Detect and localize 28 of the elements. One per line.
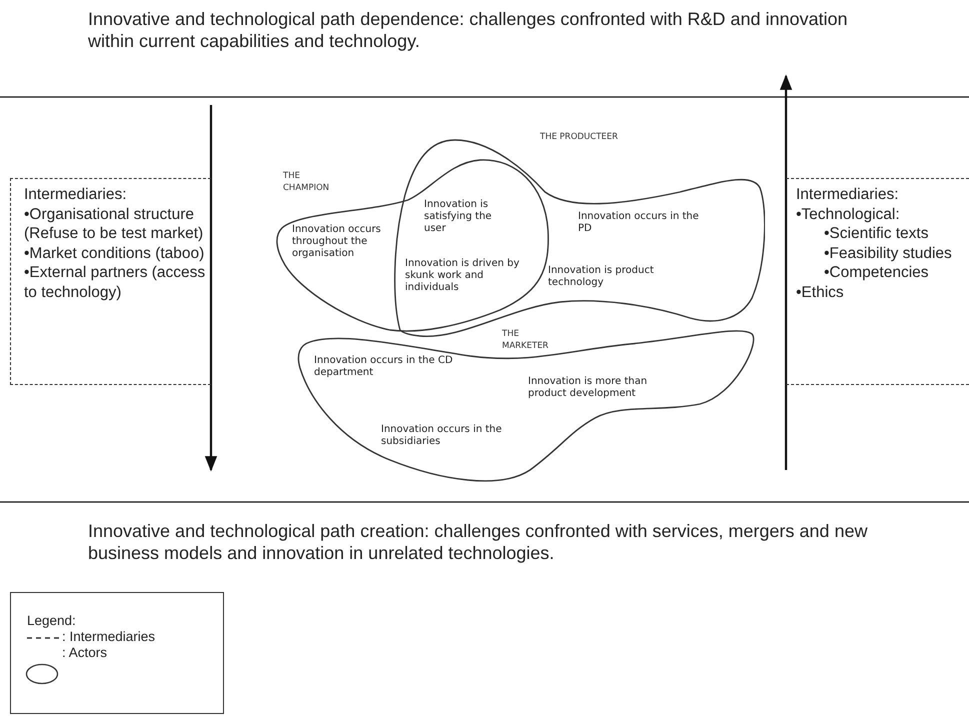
statement-text: Innovation is product technology (548, 265, 655, 289)
list-item: •Technological: (796, 204, 901, 224)
statement-text: Innovation is satisfying the user (424, 199, 493, 235)
statement-text: Innovation occurs in the PD (578, 211, 700, 235)
statement-text: Innovation is more than product development (528, 376, 648, 400)
list-item: •Ethics (796, 282, 845, 302)
actor-name: THE MARKETER (502, 328, 550, 352)
title-text: Innovative and technological path dependence: challenges confronted with R&D and innovation within current capabilities and technology. (88, 8, 848, 52)
list-item: •Scientific texts (823, 224, 930, 244)
caption-text: Innovative and technological path creation: challenges confronted with services, mergers and new business models and innovation in unrelated technologies. (88, 520, 868, 564)
box-heading: Intermediaries: (796, 185, 900, 204)
actor-name: THE PRODUCTEER (540, 131, 619, 143)
list-item: •Market conditions (taboo) (24, 244, 206, 263)
legend-text: : Intermediaries (62, 629, 156, 645)
actor-name: THE CHAMPION (283, 170, 330, 194)
intermediaries-box (786, 178, 969, 385)
statement-text: Innovation occurs in the CD department (314, 355, 454, 379)
statement-text: Innovation occurs throughout the organisation (292, 224, 382, 260)
box-heading: Intermediaries: (24, 185, 128, 204)
legend-heading: Legend: (27, 613, 76, 629)
statement-text: Innovation is driven by skunk work and individuals (405, 258, 520, 294)
intermediaries-box (10, 178, 211, 385)
legend-text: : Actors (62, 645, 108, 661)
list-item: •Competencies (823, 263, 930, 282)
list-item: •Organisational structure (Refuse to be test market) (24, 204, 204, 244)
statement-text: Innovation occurs in the subsidiaries (381, 424, 503, 448)
list-item: •External partners (access to technology) (24, 263, 206, 302)
list-item: •Feasibility studies (823, 244, 953, 263)
